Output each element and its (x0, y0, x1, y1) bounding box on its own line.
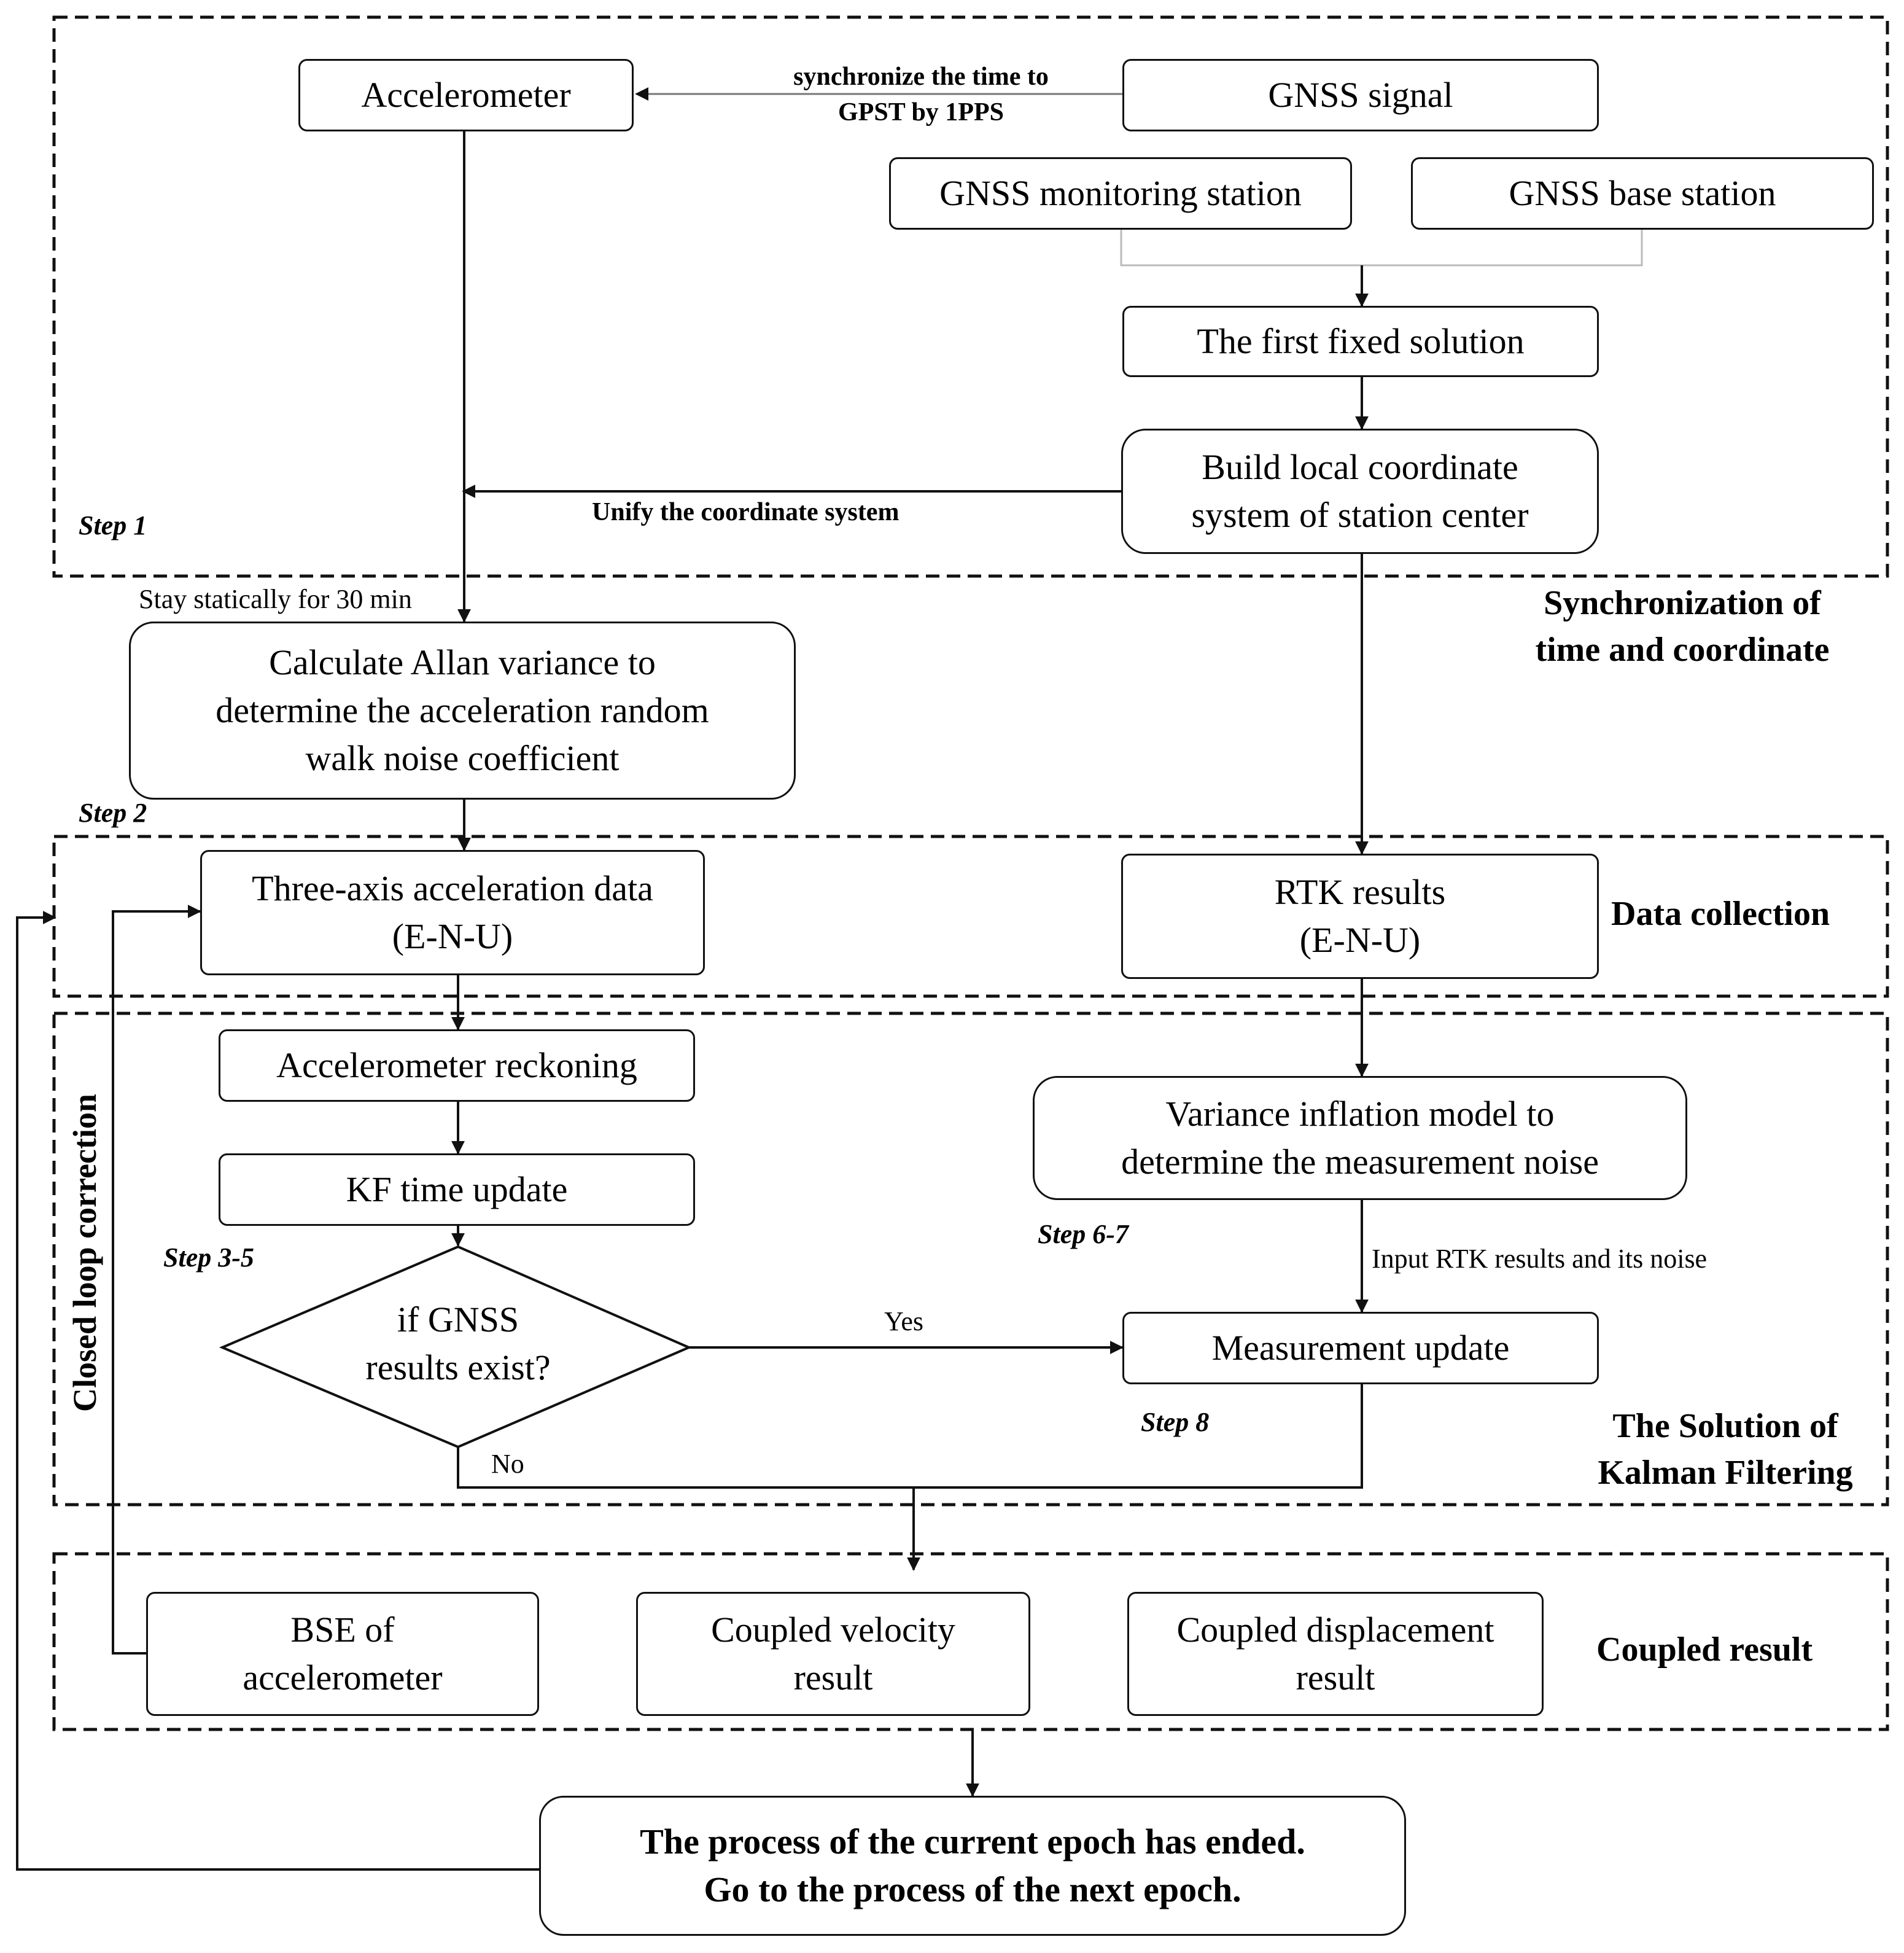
node-build-local-coordinate: Build local coordinate system of station… (1121, 429, 1599, 554)
decision-line-2: results exist? (365, 1347, 551, 1387)
node-coupled-displacement: Coupled displacement result (1127, 1592, 1544, 1716)
node-final-line-1: The process of the current epoch has end… (640, 1822, 1305, 1861)
section-kalman-frame (52, 1012, 1889, 1507)
label-sync-line-2: GPST by 1PPS (838, 98, 1004, 127)
node-variance-inflation: Variance inflation model to determine th… (1033, 1076, 1687, 1200)
node-first-fixed-solution: The first fixed solution (1122, 306, 1599, 377)
node-gnss-base-station: GNSS base station (1411, 157, 1874, 230)
node-kf-time-update: KF time update (219, 1153, 695, 1226)
node-velocity-line-2: result (793, 1658, 873, 1698)
node-final-epoch: The process of the current epoch has end… (539, 1796, 1406, 1936)
node-accelerometer-reckoning: Accelerometer reckoning (219, 1029, 695, 1102)
section-title-kalman: The Solution of Kalman Filtering (1560, 1403, 1891, 1496)
node-gnss-signal: GNSS signal (1122, 59, 1599, 131)
node-accelerometer: Accelerometer (298, 59, 634, 131)
node-variance-line-2: determine the measurement noise (1121, 1142, 1599, 1182)
label-sync-time: synchronize the time to GPST by 1PPS (749, 59, 1093, 130)
node-decision: if GNSS results exist? (307, 1296, 609, 1392)
section-title-coupled: Coupled result (1596, 1631, 1813, 1669)
node-rtk-results: RTK results (E-N-U) (1121, 854, 1599, 979)
section-title-data: Data collection (1611, 895, 1830, 933)
step-3-5: Step 3-5 (163, 1242, 254, 1273)
label-no: No (491, 1449, 524, 1479)
arrow-next-epoch (16, 911, 539, 1871)
node-gnss-monitoring-station: GNSS monitoring station (889, 157, 1352, 230)
node-allan-line-3: walk noise coefficient (305, 738, 620, 778)
node-first-fixed-label: The first fixed solution (1197, 321, 1525, 361)
decision-line-1: if GNSS (397, 1300, 519, 1339)
node-measurement-label: Measurement update (1211, 1328, 1510, 1368)
connector-measurement-out (914, 1384, 1363, 1489)
node-bse-line-2: accelerometer (243, 1658, 443, 1698)
connector-no (457, 1447, 914, 1489)
decision-diamond (219, 1245, 693, 1449)
node-bse-line-1: BSE of (290, 1610, 395, 1650)
node-build-local-line-2: system of station center (1191, 495, 1529, 535)
section-kalman-line-1: The Solution of (1612, 1407, 1838, 1445)
node-rtk-line-1: RTK results (1274, 872, 1446, 912)
node-three-axis-line-2: (E-N-U) (392, 916, 513, 956)
section-title-sync: Synchronization of time and coordinate (1498, 580, 1867, 673)
label-sync-line-1: synchronize the time to (793, 63, 1049, 91)
node-displacement-line-1: Coupled displacement (1176, 1610, 1494, 1650)
node-rtk-line-2: (E-N-U) (1299, 920, 1421, 960)
node-final-line-2: Go to the process of the next epoch. (704, 1869, 1241, 1909)
node-measurement-update: Measurement update (1122, 1312, 1599, 1384)
section-sync-line-1: Synchronization of (1544, 584, 1821, 622)
step-6-7: Step 6-7 (1038, 1219, 1129, 1249)
label-stay-static: Stay statically for 30 min (139, 584, 412, 614)
node-velocity-line-1: Coupled velocity (711, 1610, 955, 1650)
node-three-axis-acceleration: Three-axis acceleration data (E-N-U) (200, 850, 705, 975)
node-coupled-velocity: Coupled velocity result (636, 1592, 1030, 1716)
node-allan-line-2: determine the acceleration random (216, 690, 709, 730)
label-unify: Unify the coordinate system (592, 498, 900, 526)
section-sync-line-2: time and coordinate (1535, 631, 1830, 669)
node-gnss-monitoring-label: GNSS monitoring station (939, 173, 1302, 213)
label-input-rtk: Input RTK results and its noise (1372, 1244, 1708, 1274)
node-variance-line-1: Variance inflation model to (1165, 1094, 1555, 1134)
node-gnss-base-label: GNSS base station (1509, 173, 1776, 213)
node-kf-time-label: KF time update (346, 1169, 568, 1209)
step-2: Step 2 (79, 798, 147, 828)
section-kalman-line-2: Kalman Filtering (1598, 1454, 1853, 1492)
label-yes: Yes (884, 1306, 924, 1336)
node-three-axis-line-1: Three-axis acceleration data (252, 868, 653, 908)
node-accelerometer-label: Accelerometer (361, 75, 571, 115)
label-closed-loop: Closed loop correction (66, 1094, 103, 1412)
step-1: Step 1 (79, 510, 147, 540)
node-allan-variance: Calculate Allan variance to determine th… (129, 622, 796, 800)
connector-monitoring-base (1120, 226, 1643, 267)
node-allan-line-1: Calculate Allan variance to (269, 642, 656, 682)
arrow-closed-loop (112, 905, 201, 1655)
section-sync-frame (52, 15, 1889, 578)
node-build-local-line-1: Build local coordinate (1202, 447, 1518, 487)
section-coupled-frame (52, 1552, 1889, 1731)
step-8: Step 8 (1141, 1407, 1210, 1437)
node-displacement-line-2: result (1296, 1658, 1375, 1698)
node-gnss-signal-label: GNSS signal (1268, 75, 1453, 115)
node-bse-accelerometer: BSE of accelerometer (146, 1592, 539, 1716)
node-reckoning-label: Accelerometer reckoning (276, 1045, 637, 1085)
